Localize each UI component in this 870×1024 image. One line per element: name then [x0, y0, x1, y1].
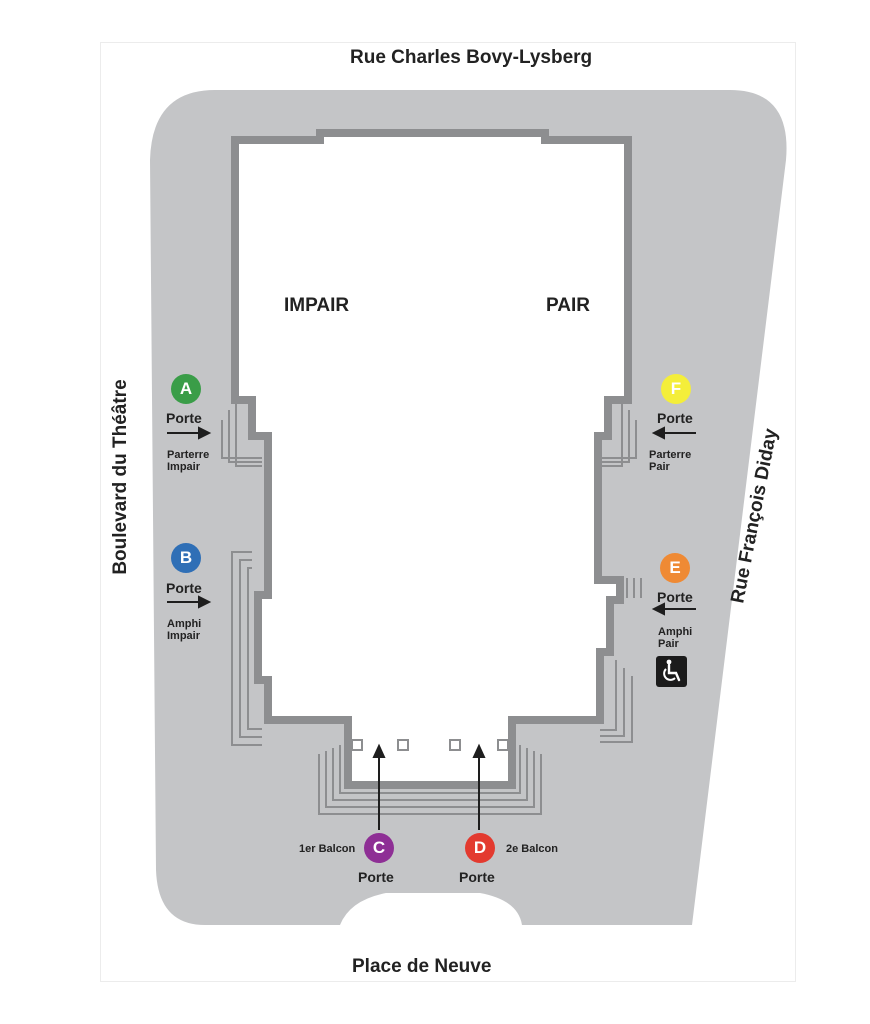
door-c-badge[interactable]: C [364, 833, 394, 863]
stairs-right-top [600, 400, 637, 467]
door-b-badge[interactable]: B [171, 543, 201, 573]
entrance-blocks [351, 739, 509, 751]
door-f-label: Porte [657, 410, 693, 426]
arrow-a [167, 426, 212, 440]
door-c-detail: 1er Balcon [299, 843, 356, 855]
street-west: Boulevard du Théâtre [110, 379, 131, 575]
street-south: Place de Neuve [352, 956, 492, 977]
door-e-badge[interactable]: E [660, 553, 690, 583]
map-frame [100, 42, 796, 982]
stairs-left-bottom [231, 551, 262, 746]
door-f-badge[interactable]: F [661, 374, 691, 404]
door-a-label: Porte [166, 410, 202, 426]
stairs-right-bottom [600, 660, 633, 743]
arrow-e [651, 602, 696, 616]
door-d-label: Porte [459, 869, 495, 885]
door-b-label: Porte [166, 580, 202, 596]
zone-pair: PAIR [546, 295, 590, 316]
door-a-badge[interactable]: A [171, 374, 201, 404]
wheelchair-icon [656, 656, 687, 687]
door-d-detail: 2e Balcon [506, 843, 558, 855]
door-d-badge[interactable]: D [465, 833, 495, 863]
building-outline [231, 129, 632, 789]
stairs-bottom [318, 745, 542, 815]
zone-impair: IMPAIR [284, 295, 350, 316]
arrow-b [167, 595, 212, 609]
stairs-left-top [221, 400, 262, 467]
door-c-label: Porte [358, 869, 394, 885]
street-north: Rue Charles Bovy-Lysberg [350, 47, 593, 68]
arrow-d [472, 743, 486, 830]
arrow-f [651, 426, 696, 440]
arrow-c [372, 743, 386, 830]
door-e-label: Porte [657, 589, 693, 605]
